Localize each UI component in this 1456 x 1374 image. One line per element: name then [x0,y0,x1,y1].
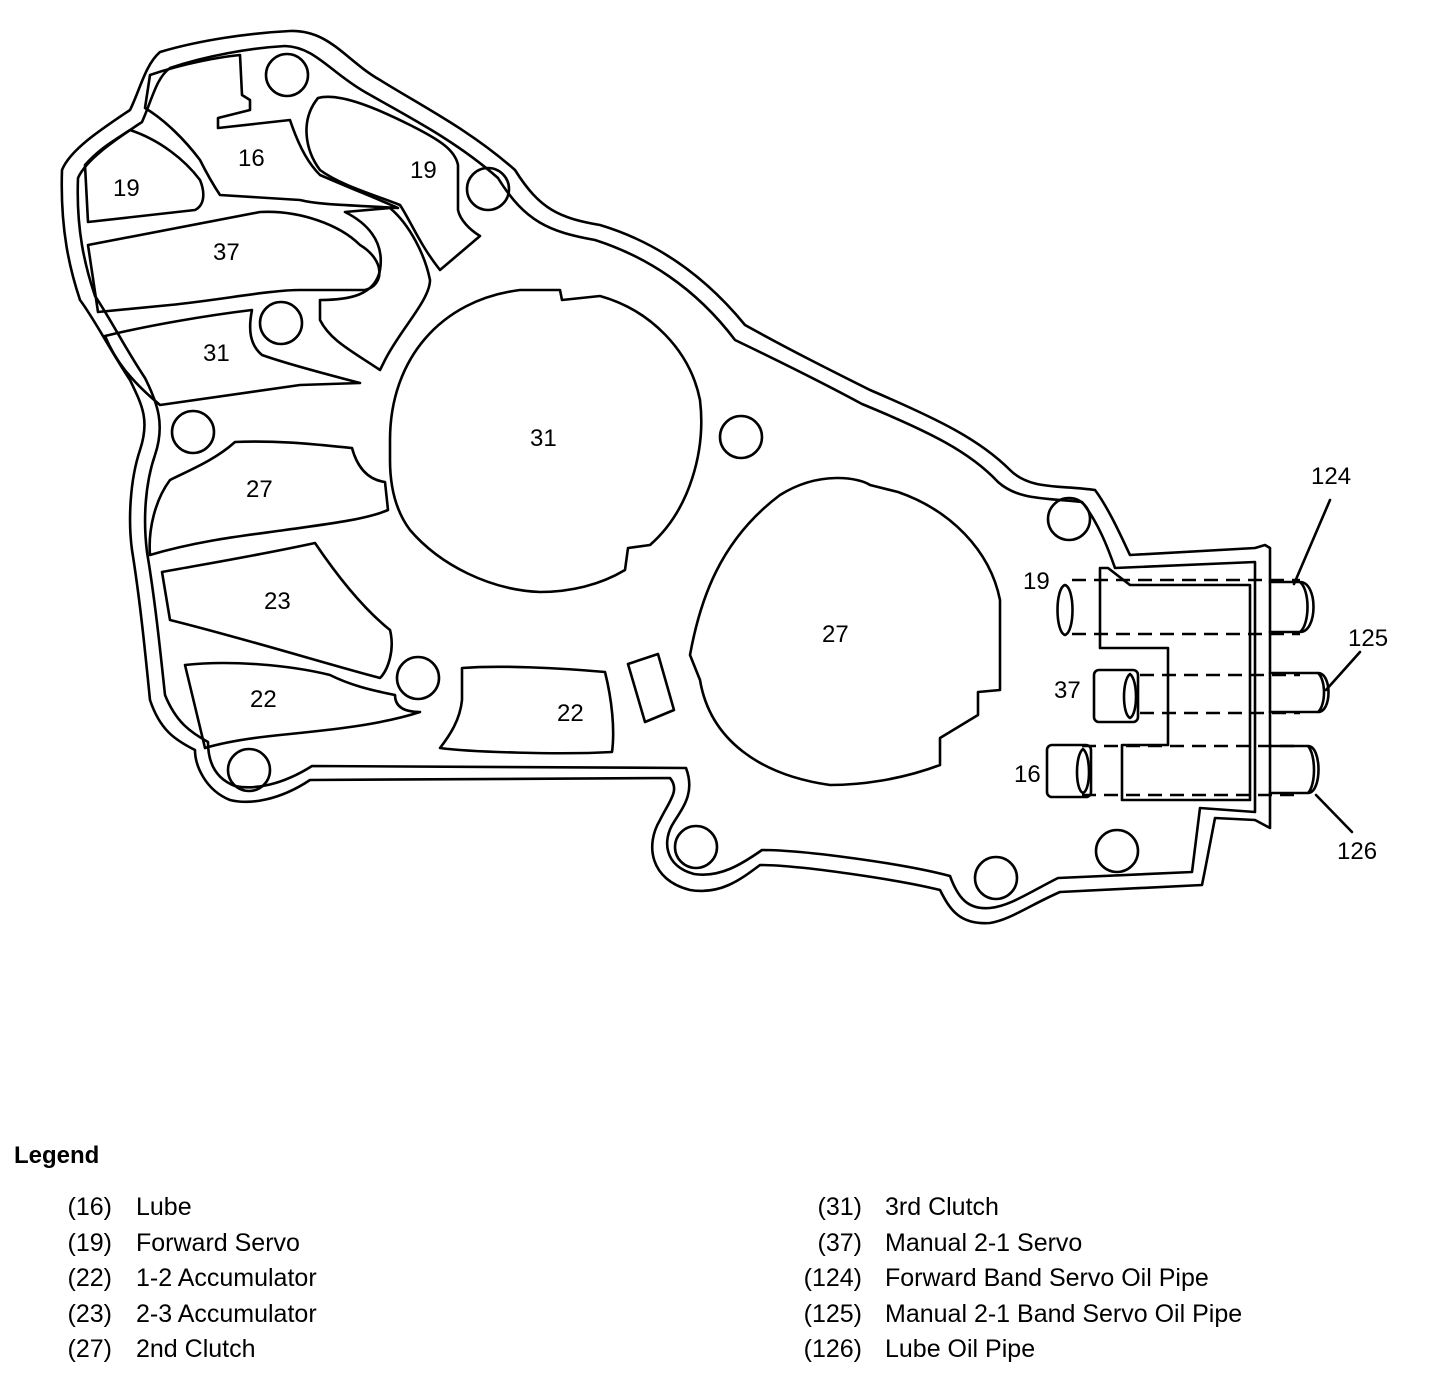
port-37-end [1122,672,1138,720]
pipe-end-124 [1268,580,1315,634]
passage-23 [160,541,393,680]
bolt-hole [395,655,441,701]
label-19-top-left: 19 [113,175,140,202]
bolt-hole [170,409,216,455]
passage-37-loop [318,206,432,372]
legend-item: (23) 2-3 Accumulator [0,1297,480,1333]
passage-22-left [183,661,422,750]
legend-text: 1-2 Accumulator [136,1264,317,1292]
bolt-hole [264,52,310,98]
pipe-end-126 [1268,744,1320,795]
passage-27-left [148,440,390,557]
pipe-block-outline [1098,566,1252,802]
legend-number: (23) [67,1299,112,1328]
legend-text: Manual 2-1 Band Servo Oil Pipe [885,1299,1243,1328]
callout-126: 126 [1337,838,1377,865]
label-37-left: 37 [213,239,240,266]
label-16-top: 16 [238,145,265,172]
legend-number: (31) [817,1193,862,1221]
legend-number: (126) [803,1335,862,1363]
legend-text: 2-3 Accumulator [136,1299,317,1328]
passage-31-small [103,308,362,407]
legend-item: (27) 2nd Clutch [0,1332,480,1368]
label-27-left: 27 [246,476,273,503]
bolt-hole [465,166,511,212]
legend-text: 3rd Clutch [885,1193,999,1221]
legend-number: (27) [67,1335,112,1363]
bolt-hole [258,300,304,346]
legend-item: (37) Manual 2-1 Servo [740,1226,1440,1262]
legend-number: (124) [803,1264,862,1292]
port-16 [1045,743,1093,799]
label-16-pipe: 16 [1014,761,1041,788]
label-22-bottom: 22 [557,700,584,727]
bolt-hole [973,855,1019,901]
bolt-hole [1094,828,1140,874]
bolt-hole [1046,496,1092,542]
legend-text: Forward Band Servo Oil Pipe [885,1264,1209,1292]
legend-item: (16) Lube [0,1190,480,1226]
label-23: 23 [264,588,291,615]
callout-leader-126 [1314,793,1354,834]
legend-item: (125) Manual 2-1 Band Servo Oil Pipe [740,1297,1440,1333]
callout-124: 124 [1311,463,1351,490]
port-37 [1092,668,1140,724]
passage-22-bottom [438,665,615,755]
callout-125: 125 [1348,625,1388,652]
legend-item: (19) Forward Servo [0,1226,480,1262]
passage-16-top [143,53,400,210]
gasket-outer-outline [60,29,1272,925]
label-31-big: 31 [530,425,557,452]
callout-leader-124 [1292,498,1332,586]
legend-text: Lube [136,1193,192,1221]
label-37-pipe: 37 [1054,677,1081,704]
legend-number: (16) [67,1193,112,1221]
label-31-small: 31 [203,340,230,367]
legend-item: (31) 3rd Clutch [740,1190,1440,1226]
port-19 [1056,583,1074,637]
legend-number: (37) [817,1228,862,1257]
passage-small-slot [626,652,676,724]
bolt-hole [673,824,719,870]
legend-text: Manual 2-1 Servo [885,1228,1083,1257]
callout-leader-125 [1324,650,1362,692]
legend-text: 2nd Clutch [136,1335,256,1363]
legend-text: Lube Oil Pipe [885,1335,1036,1363]
port-16-end [1075,747,1091,795]
legend-column-right: (31) 3rd Clutch (37) Manual 2-1 Servo (1… [740,1190,1440,1368]
bolt-hole [718,414,764,460]
legend-item: (22) 1-2 Accumulator [0,1261,480,1297]
legend-title: Legend [14,1142,100,1169]
legend-column-left: (16) Lube (19) Forward Servo (22) 1-2 Ac… [0,1190,480,1368]
legend-text: Forward Servo [136,1228,300,1257]
legend-number: (125) [803,1299,862,1328]
passage-31-big [388,288,703,594]
pipe-end-125 [1268,671,1330,714]
passage-27-big [688,476,1002,787]
legend-number: (19) [67,1228,112,1257]
legend-item: (124) Forward Band Servo Oil Pipe [740,1261,1440,1297]
label-19-pipe: 19 [1023,568,1050,595]
bolt-hole [226,747,272,793]
passage-19-top-left [83,128,205,224]
passage-19-top-mid [305,95,482,272]
label-19-top-mid: 19 [410,157,437,184]
legend-item: (126) Lube Oil Pipe [740,1332,1440,1368]
legend-number: (22) [67,1264,112,1292]
label-22-left: 22 [250,686,277,713]
label-27-big: 27 [822,621,849,648]
gasket-inner-outline [76,44,1257,910]
